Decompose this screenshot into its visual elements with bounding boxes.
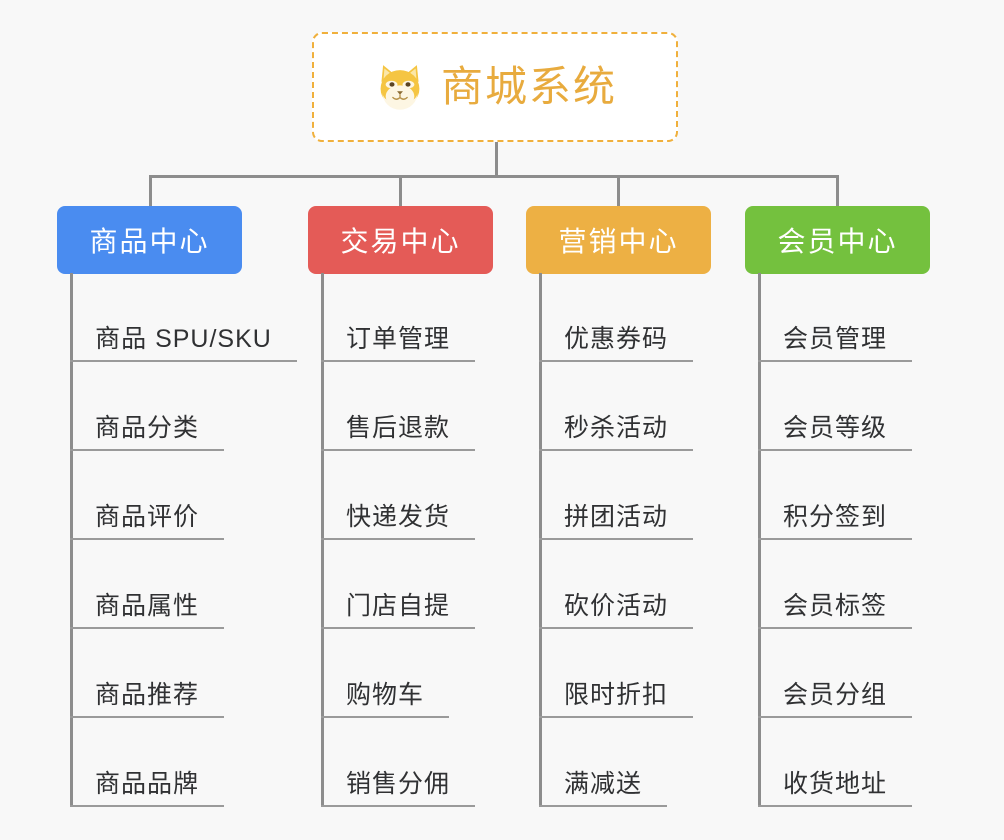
leaf-item-label: 收货地址 (782, 770, 887, 799)
leaf-item-label: 优惠券码 (563, 325, 668, 354)
connector-drop-3 (617, 175, 620, 207)
leaf-item-label: 商品属性 (94, 592, 199, 621)
connector-drop-1 (149, 175, 152, 207)
category-box-1[interactable]: 商品中心 (57, 206, 242, 274)
category-label-4: 会员中心 (777, 226, 898, 257)
leaf-item-label: 售后退款 (345, 414, 450, 443)
root-title: 商城系统 (440, 63, 617, 110)
leaf-item[interactable]: 满减送 (539, 718, 667, 807)
leaf-item[interactable]: 拼团活动 (539, 451, 693, 540)
leaf-item-label: 会员等级 (782, 414, 887, 443)
leaf-item[interactable]: 商品推荐 (70, 629, 224, 718)
leaf-item[interactable]: 商品属性 (70, 540, 224, 629)
leaf-spine-2 (321, 273, 324, 807)
leaf-item-label: 满减送 (563, 770, 642, 799)
leaf-item-label: 会员管理 (782, 325, 887, 354)
leaf-item-label: 快递发货 (345, 503, 450, 532)
leaf-item-label: 会员分组 (782, 681, 887, 710)
leaf-item-label: 商品 SPU/SKU (95, 325, 272, 354)
leaf-item[interactable]: 销售分佣 (321, 718, 475, 807)
leaf-item-label: 商品评价 (94, 503, 199, 532)
leaf-item[interactable]: 积分签到 (758, 451, 912, 540)
leaf-spine-4 (758, 273, 761, 807)
leaf-item-label: 订单管理 (345, 325, 450, 354)
leaf-item[interactable]: 商品分类 (70, 362, 224, 451)
leaf-item-label: 销售分佣 (345, 770, 450, 799)
connector-horizontal-bus (149, 175, 839, 178)
leaf-item[interactable]: 商品 SPU/SKU (70, 273, 297, 362)
leaf-item-label: 拼团活动 (563, 503, 668, 532)
connector-drop-2 (399, 175, 402, 207)
leaf-item-label: 限时折扣 (563, 681, 668, 710)
leaf-item-label: 商品分类 (94, 414, 199, 443)
category-box-3[interactable]: 营销中心 (526, 206, 711, 274)
shiba-dog-face-icon (373, 60, 427, 114)
leaf-item[interactable]: 售后退款 (321, 362, 475, 451)
leaf-item[interactable]: 商品评价 (70, 451, 224, 540)
leaf-spine-1 (70, 273, 73, 807)
leaf-item-label: 秒杀活动 (563, 414, 668, 443)
category-box-2[interactable]: 交易中心 (308, 206, 493, 274)
leaf-item[interactable]: 优惠券码 (539, 273, 693, 362)
leaf-item[interactable]: 限时折扣 (539, 629, 693, 718)
leaf-item[interactable]: 砍价活动 (539, 540, 693, 629)
leaf-item[interactable]: 收货地址 (758, 718, 912, 807)
leaf-item[interactable]: 订单管理 (321, 273, 475, 362)
leaf-spine-3 (539, 273, 542, 807)
connector-drop-4 (836, 175, 839, 207)
leaf-item-label: 购物车 (345, 681, 424, 710)
leaf-item[interactable]: 商品品牌 (70, 718, 224, 807)
category-label-3: 营销中心 (558, 226, 679, 257)
category-label-1: 商品中心 (89, 226, 210, 257)
leaf-item[interactable]: 会员管理 (758, 273, 912, 362)
leaf-item[interactable]: 会员分组 (758, 629, 912, 718)
root-node[interactable]: 商城系统 (312, 32, 678, 142)
leaf-item-label: 砍价活动 (563, 592, 668, 621)
leaf-item-label: 会员标签 (782, 592, 887, 621)
leaf-item-label: 商品品牌 (94, 770, 199, 799)
leaf-item[interactable]: 快递发货 (321, 451, 475, 540)
category-label-2: 交易中心 (340, 226, 461, 257)
leaf-item[interactable]: 会员标签 (758, 540, 912, 629)
leaf-item[interactable]: 秒杀活动 (539, 362, 693, 451)
connector-root-stem (495, 142, 498, 178)
leaf-item[interactable]: 购物车 (321, 629, 449, 718)
category-box-4[interactable]: 会员中心 (745, 206, 930, 274)
leaf-item-label: 积分签到 (782, 503, 887, 532)
leaf-item-label: 商品推荐 (94, 681, 199, 710)
leaf-item[interactable]: 门店自提 (321, 540, 475, 629)
leaf-item-label: 门店自提 (345, 592, 450, 621)
leaf-item[interactable]: 会员等级 (758, 362, 912, 451)
